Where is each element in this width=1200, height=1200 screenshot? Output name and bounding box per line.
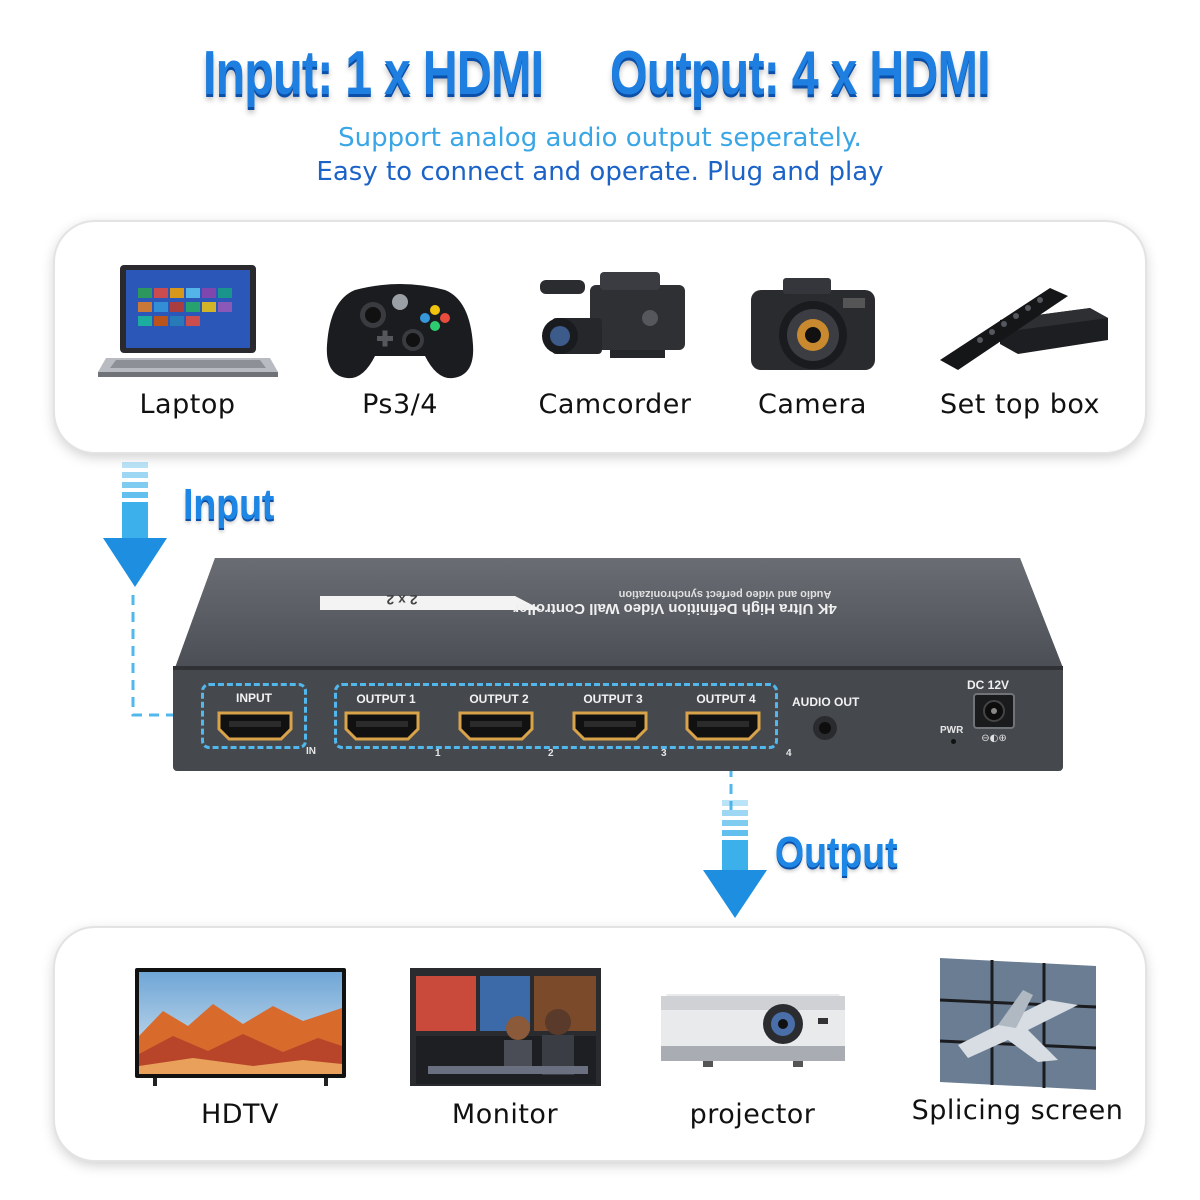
camera-icon <box>750 278 875 370</box>
device-subtitle: Audio and video perfect synchronization <box>618 588 832 600</box>
output-port-label: OUTPUT 3 <box>583 692 643 706</box>
display-hdtv: HDTV <box>125 966 355 1130</box>
pwr-led <box>951 739 956 744</box>
svg-text:⊖◐⊕: ⊖◐⊕ <box>981 733 1006 743</box>
output-arrow-icon <box>703 800 767 918</box>
display-label: Splicing screen <box>911 1095 1124 1126</box>
set-top-box-icon <box>940 288 1108 370</box>
output-headline: Output: 4 x HDMI <box>610 39 991 108</box>
source-label: Set top box <box>939 389 1101 420</box>
hdmi-output-port-2 <box>458 711 534 741</box>
audio-out-label: AUDIO OUT <box>792 695 860 709</box>
display-label: HDTV <box>200 1099 280 1130</box>
source-laptop: Laptop <box>85 260 290 420</box>
gamepad-icon <box>326 284 474 379</box>
source-devices-panel: Laptop Ps3/4 Camcorder <box>55 222 1145 452</box>
camcorder-icon <box>540 272 685 358</box>
output-ports-highlight <box>334 683 778 749</box>
source-gamepad: Ps3/4 <box>300 260 500 420</box>
input-flow-label: Input <box>183 480 275 529</box>
source-camera: Camera <box>730 260 895 420</box>
source-label: Camcorder <box>538 389 692 420</box>
device-title: 4K Ultra High Definition Video Wall Cont… <box>513 600 837 617</box>
pwr-label: PWR <box>940 725 964 736</box>
display-devices-panel: HDTV Monitor projector <box>55 928 1145 1160</box>
dc-jack-icon: ⊖◐⊕ <box>973 693 1015 743</box>
source-label: Camera <box>758 389 867 420</box>
source-set-top-box: Set top box <box>915 260 1125 420</box>
input-port-highlight <box>201 683 307 749</box>
display-splicing-screen: Splicing screen <box>900 950 1135 1126</box>
monitor-icon <box>409 968 601 1086</box>
tv-icon <box>134 968 346 1086</box>
subtitle-plug-play: Easy to connect and operate. Plug and pl… <box>316 157 884 187</box>
in-mark: IN <box>306 746 316 757</box>
hdmi-splitter-device: 4K Ultra High Definition Video Wall Cont… <box>170 558 1065 773</box>
audio-jack-icon <box>813 716 837 740</box>
output-mark: 3 <box>661 748 667 759</box>
display-label: projector <box>689 1099 816 1130</box>
video-wall-icon <box>939 958 1096 1090</box>
display-label: Monitor <box>451 1099 559 1130</box>
hdmi-output-port-1 <box>344 711 420 741</box>
projector-icon <box>660 994 845 1067</box>
display-monitor: Monitor <box>400 966 610 1130</box>
source-camcorder: Camcorder <box>525 260 705 420</box>
source-label: Ps3/4 <box>362 389 438 420</box>
hdmi-input-port <box>217 711 293 741</box>
output-mark: 2 <box>548 748 554 759</box>
input-arrow-icon <box>103 462 167 587</box>
laptop-icon <box>97 265 278 377</box>
device-badge: 2 x 2 <box>386 592 418 608</box>
hdmi-output-port-4 <box>685 711 761 741</box>
dc-label: DC 12V <box>967 678 1010 692</box>
output-port-label: OUTPUT 4 <box>696 692 756 706</box>
device-body <box>173 558 1063 771</box>
output-port-label: OUTPUT 1 <box>356 692 416 706</box>
input-headline: Input: 1 x HDMI <box>203 39 544 108</box>
input-port-label: INPUT <box>236 691 272 705</box>
source-label: Laptop <box>139 389 236 420</box>
display-projector: projector <box>645 966 860 1130</box>
output-port-label: OUTPUT 2 <box>469 692 529 706</box>
output-mark: 4 <box>786 748 792 759</box>
subtitle-audio: Support analog audio output seperately. <box>338 123 862 153</box>
output-flow-label: Output <box>775 828 898 877</box>
output-mark: 1 <box>435 748 441 759</box>
hdmi-output-port-3 <box>572 711 648 741</box>
